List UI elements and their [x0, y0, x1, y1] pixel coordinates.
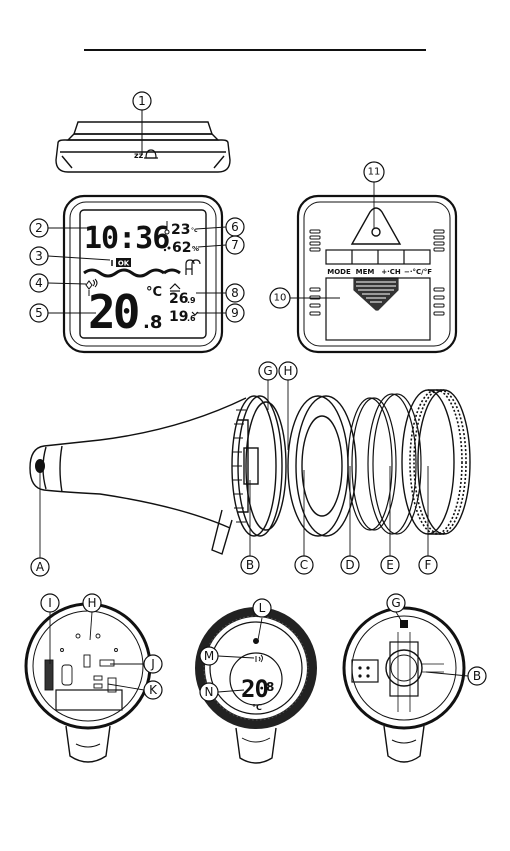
- sensor-temp-unit: °C: [252, 703, 262, 712]
- top-view-unit: [56, 122, 230, 172]
- mem-button: MEM: [356, 268, 375, 276]
- gasket-d: [348, 398, 396, 530]
- pool-ladder-icon: [186, 260, 200, 275]
- indoor-temp-value: 23: [171, 222, 190, 238]
- pcb-components: [45, 634, 118, 692]
- battery-contacts: [358, 620, 408, 678]
- callout-m: M: [204, 649, 214, 663]
- callout-b: B: [246, 558, 254, 572]
- sensor-signal-icon: [256, 655, 263, 662]
- time-readout: 10:36: [84, 221, 169, 256]
- ok-label: OK: [118, 260, 130, 268]
- callout-6: 6: [231, 220, 239, 234]
- back-unit-housing: [298, 196, 456, 352]
- callout-7: 7: [231, 238, 239, 252]
- humidity-value: 62: [172, 240, 191, 256]
- callout-f: F: [425, 558, 432, 572]
- callout-9: 9: [231, 306, 239, 320]
- hang-hole: [352, 208, 400, 244]
- sensor-temp-value: 20: [241, 675, 268, 703]
- callout-l: L: [259, 601, 266, 615]
- callout-k: K: [149, 683, 158, 697]
- callout-h-pcb: H: [87, 596, 96, 610]
- max-temp-decimal: .9: [187, 296, 196, 305]
- callout-5: 5: [35, 306, 43, 320]
- callout-n: N: [205, 685, 214, 699]
- pool-temp-value: 20: [88, 285, 138, 339]
- indoor-temp-unit: °c: [191, 227, 198, 234]
- o-ring-c: [288, 396, 356, 536]
- callout-g: G: [263, 364, 272, 378]
- pool-temp-decimal: .8: [143, 312, 162, 333]
- min-temp-value: 19: [169, 309, 188, 325]
- callout-2: 2: [35, 221, 43, 235]
- minus-unit-button: −·°C/°F: [404, 268, 432, 276]
- callout-i: I: [48, 596, 52, 610]
- pool-wave-icon: [84, 270, 180, 276]
- callout-4: 4: [35, 276, 43, 290]
- side-vents-left: [310, 230, 320, 315]
- callout-10: 10: [274, 293, 287, 304]
- callout-a: A: [36, 560, 45, 574]
- pool-temp-unit: °C: [146, 285, 162, 300]
- callout-j: J: [150, 657, 155, 671]
- side-vents-right: [434, 230, 444, 315]
- callout-e: E: [386, 558, 394, 572]
- callout-h: H: [283, 364, 292, 378]
- battery-door: [326, 278, 430, 340]
- sensor-probe: [30, 398, 246, 554]
- callout-g-battery: G: [391, 596, 400, 610]
- battery-view: [344, 608, 464, 762]
- max-arrow-icon: [170, 284, 180, 291]
- button-strip: [326, 250, 430, 264]
- max-temp-value: 26: [169, 291, 188, 307]
- gasket-e: [368, 394, 421, 534]
- bell-icon: [144, 150, 158, 158]
- callout-d: D: [345, 558, 354, 572]
- sensor-temp-decimal: 8: [266, 680, 274, 694]
- callout-b-battery: B: [473, 669, 481, 683]
- plus-ch-button: +·CH: [381, 268, 401, 276]
- callout-3: 3: [35, 249, 43, 263]
- callout-1: 1: [138, 94, 146, 108]
- humidity-unit: %: [192, 245, 199, 253]
- mode-button: MODE: [327, 268, 351, 276]
- screw-cap-f: [402, 390, 470, 534]
- callout-8: 8: [231, 286, 239, 300]
- probe-tip-hole: [35, 459, 45, 473]
- callout-11: 11: [368, 167, 381, 178]
- callout-c: C: [300, 558, 308, 572]
